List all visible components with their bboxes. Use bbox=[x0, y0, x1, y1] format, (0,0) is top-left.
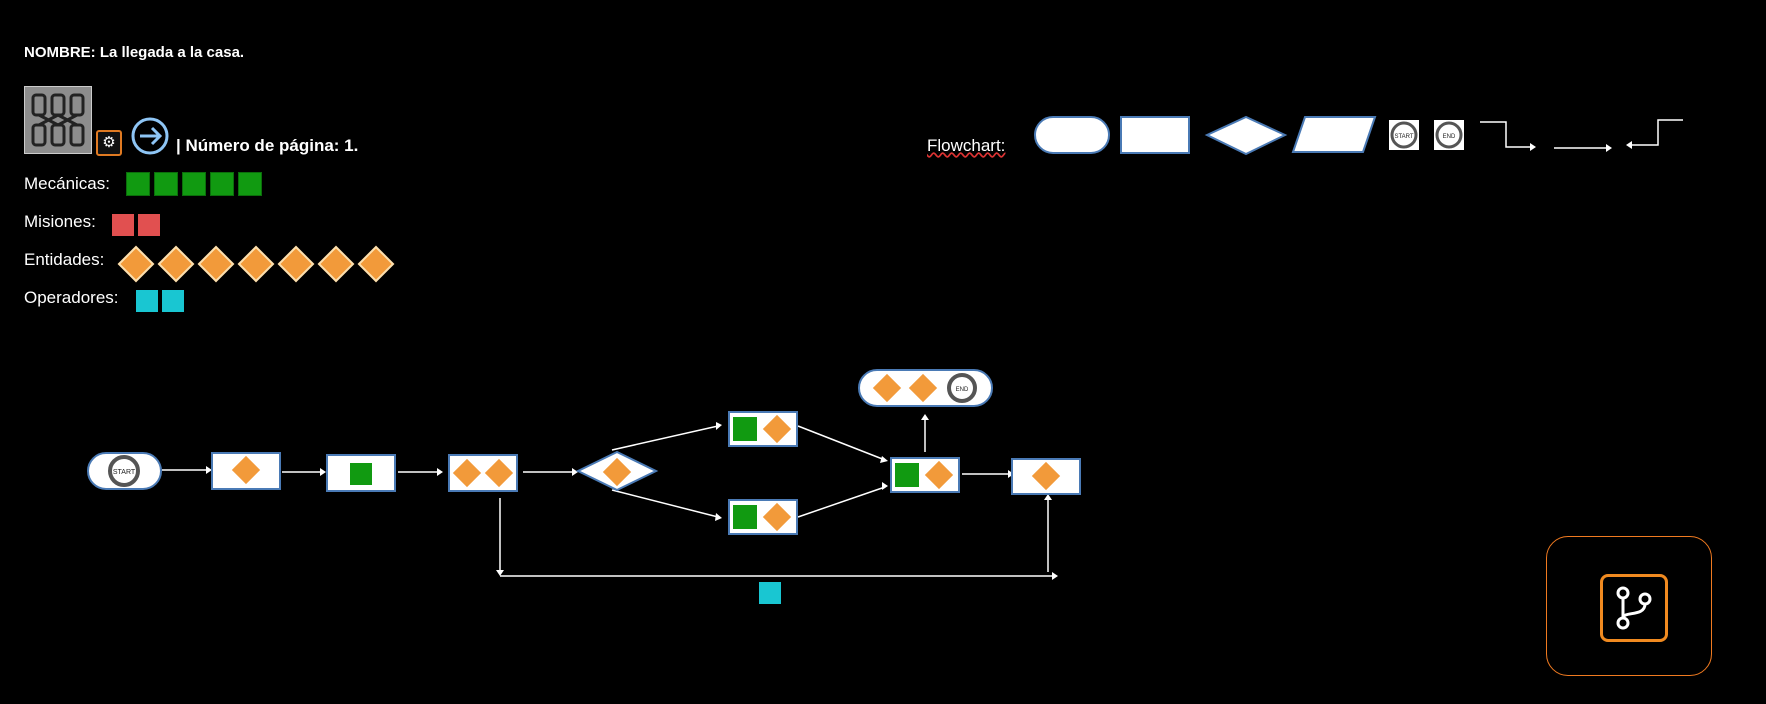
mission-badge[interactable] bbox=[138, 214, 160, 236]
operators-badges bbox=[136, 290, 188, 312]
page-title: NOMBRE: La llegada a la casa. bbox=[24, 44, 245, 61]
flowchart-legend-shapes: START END bbox=[1034, 115, 1683, 156]
branch-icon[interactable] bbox=[1600, 574, 1668, 642]
operator-badge[interactable] bbox=[162, 290, 184, 312]
entities-label: Entidades: bbox=[24, 250, 105, 269]
page-number: | Número de página: 1. bbox=[176, 136, 359, 155]
flowchart-legend-label: Flowchart: bbox=[927, 136, 1006, 155]
end-node-text: END bbox=[956, 387, 969, 393]
gear-icon[interactable]: ⚙ bbox=[96, 130, 122, 156]
terminator-shape bbox=[1034, 116, 1110, 154]
mission-badge[interactable] bbox=[112, 214, 134, 236]
start-node-text: START bbox=[113, 469, 136, 476]
missions-label: Misiones: bbox=[24, 212, 96, 231]
mechanic-badge[interactable] bbox=[182, 172, 206, 196]
mechanic-badge[interactable] bbox=[154, 172, 178, 196]
operators-label: Operadores: bbox=[24, 288, 119, 307]
operator-badge-edge bbox=[759, 582, 781, 604]
mechanic-badge[interactable] bbox=[238, 172, 262, 196]
mechanics-badges bbox=[126, 172, 266, 196]
mechanic-badge[interactable] bbox=[210, 172, 234, 196]
mechanic-badge[interactable] bbox=[126, 172, 150, 196]
page-thumbnail[interactable] bbox=[24, 86, 92, 154]
end-token-text: END bbox=[1443, 134, 1456, 140]
data-shape bbox=[1291, 116, 1377, 153]
decision-shape bbox=[1204, 115, 1288, 156]
elbow-connector bbox=[1480, 121, 1530, 148]
mechanics-label: Mecánicas: bbox=[24, 174, 110, 193]
chain-icon bbox=[31, 93, 85, 147]
start-token-text: START bbox=[1394, 134, 1413, 140]
elbow-connector-left bbox=[1632, 119, 1683, 146]
side-card[interactable] bbox=[1546, 536, 1712, 676]
process-shape bbox=[1120, 116, 1190, 154]
operator-badge[interactable] bbox=[136, 290, 158, 312]
next-page-icon[interactable] bbox=[130, 116, 170, 156]
missions-badges bbox=[112, 214, 164, 236]
